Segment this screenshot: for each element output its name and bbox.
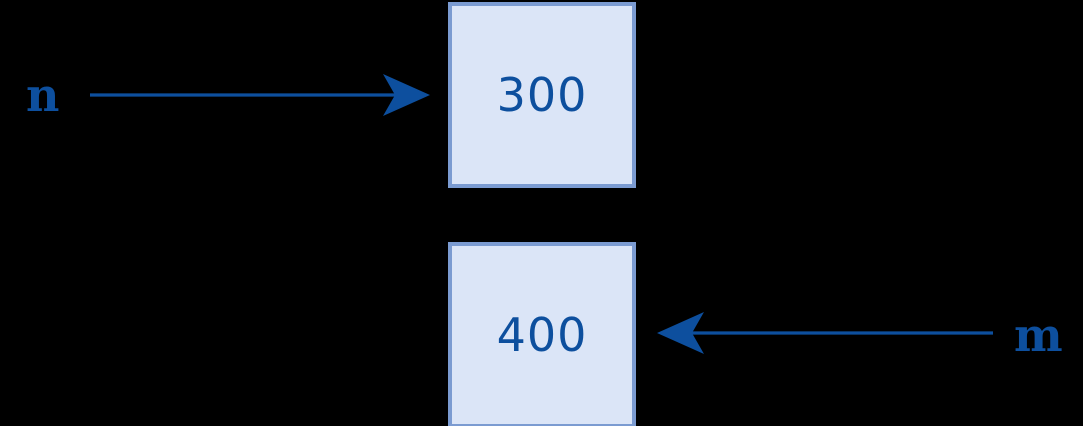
- arrow-n-head-icon: [383, 74, 430, 116]
- value-box-400: 400: [448, 242, 636, 426]
- value-box-300: 300: [448, 2, 636, 188]
- variable-label-m: m: [1014, 308, 1063, 362]
- value-box-300-text: 300: [496, 68, 588, 122]
- value-box-400-text: 400: [496, 308, 588, 362]
- arrow-n-to-300: [90, 74, 430, 116]
- variable-label-n: n: [26, 68, 60, 122]
- arrow-m-to-400: [657, 312, 993, 354]
- arrow-m-head-icon: [657, 312, 704, 354]
